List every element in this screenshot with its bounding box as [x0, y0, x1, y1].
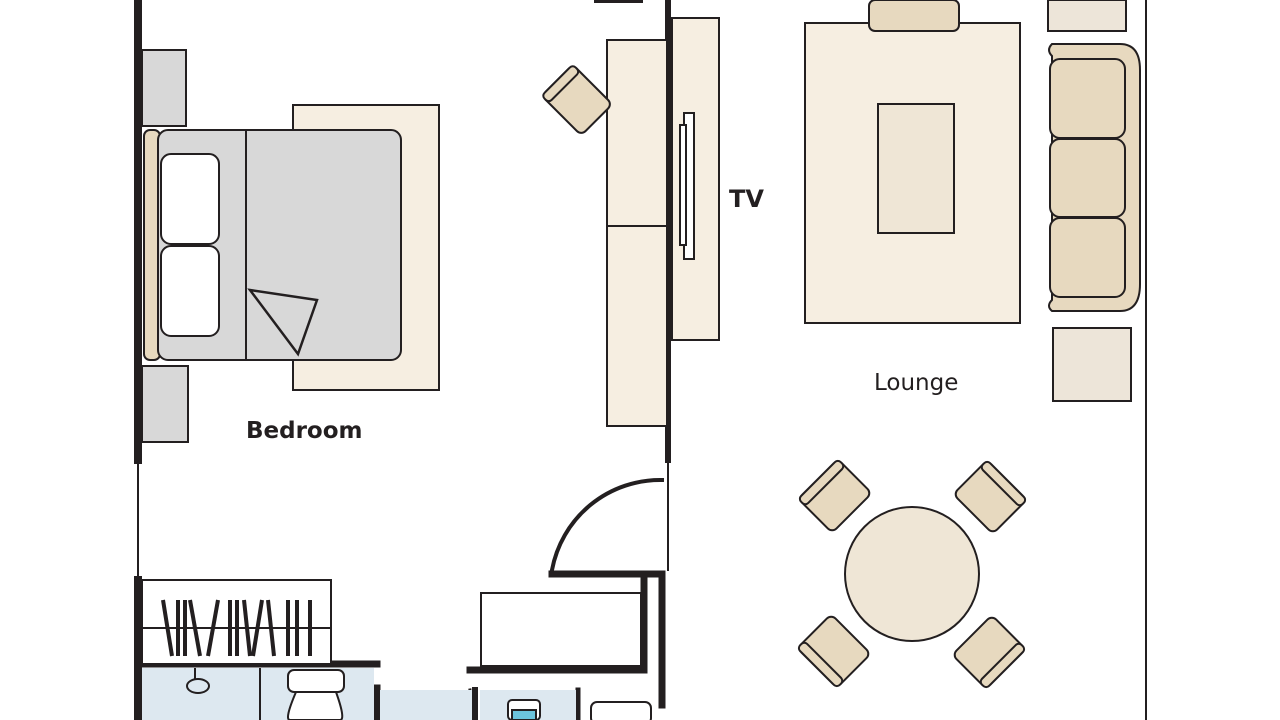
side-table [1052, 327, 1132, 402]
door-swing [549, 477, 665, 573]
sofa-cushion [1049, 217, 1126, 298]
dining-chair [798, 459, 871, 532]
desk [606, 39, 668, 227]
sofa-cushion [1049, 58, 1126, 139]
toilet-tank [287, 669, 345, 693]
armchair [868, 0, 960, 32]
dining-chair [797, 615, 870, 688]
bedroom-label: Bedroom [246, 418, 363, 444]
lounge-label: Lounge [874, 370, 959, 396]
luggage-shelf [480, 592, 642, 667]
pillow [160, 245, 220, 337]
desk-chair [542, 65, 611, 134]
sofa-cushion [1049, 138, 1126, 218]
nightstand [141, 49, 187, 127]
shower-drain [186, 678, 210, 694]
hangers [161, 599, 312, 657]
side-table [1047, 0, 1127, 32]
folded-sheet [247, 288, 319, 357]
radiator [590, 701, 652, 720]
dining-chair [954, 460, 1027, 533]
dining-chair [953, 616, 1026, 689]
pillow [160, 153, 220, 245]
coffee-table [877, 103, 955, 234]
toilet [287, 691, 344, 720]
dining-table [844, 506, 980, 642]
tv-label: TV [729, 185, 764, 213]
nightstand [141, 365, 189, 443]
cabinet [606, 225, 668, 427]
